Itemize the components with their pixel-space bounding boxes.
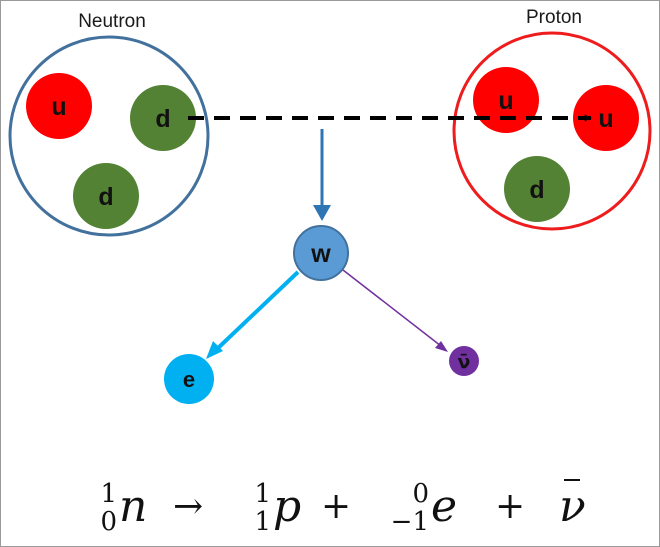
arrow-to-antineutrino: [342, 269, 442, 347]
neutron-symbol: n: [119, 481, 148, 532]
neutron-down-quark-1-label: d: [155, 105, 170, 133]
antineutrino-label: ν̄: [458, 351, 471, 373]
neutron-mass-number: 1: [100, 479, 117, 509]
electron-label: e: [183, 367, 195, 392]
arrow-to-w-boson-head: [313, 205, 331, 221]
neutron-down-quark-1: [130, 85, 196, 151]
antineutrino: [449, 346, 479, 376]
antineutrino-bar: [564, 479, 580, 481]
neutron-ring: [8, 35, 210, 237]
electron-mass-number: 0: [412, 479, 429, 509]
proton-label: Proton: [526, 7, 582, 28]
proton-up-quark-1-label: u: [498, 87, 513, 115]
electron: [164, 354, 214, 404]
electron-charge-number: −1: [390, 507, 429, 537]
electron-symbol: e: [431, 481, 458, 532]
proton-symbol: p: [273, 481, 302, 532]
proton-ring: [452, 31, 652, 231]
w-boson: [293, 225, 349, 281]
equation-proton: 1 1 p: [251, 469, 311, 539]
decay-equation: 1 0 n → 1 1 p + 0 −1 e + ν: [1, 469, 659, 539]
proton-up-quark-2: [573, 85, 639, 151]
equation-plus-1: +: [321, 486, 352, 527]
equation-antineutrino: ν: [557, 469, 597, 539]
proton-charge-number: 1: [254, 507, 271, 537]
neutron-up-quark-label: u: [51, 93, 66, 121]
proton-down-quark: [504, 156, 570, 222]
equation-neutron: 1 0 n: [97, 469, 157, 539]
equation-plus-2: +: [495, 486, 526, 527]
proton-down-quark-label: d: [529, 176, 544, 204]
proton-mass-number: 1: [254, 479, 271, 509]
arrow-to-electron-head: [206, 341, 223, 359]
arrow-to-antineutrino-head: [435, 341, 448, 352]
neutron-label: Neutron: [78, 11, 146, 32]
arrow-to-electron: [215, 270, 300, 351]
antineutrino-symbol: ν: [559, 481, 586, 532]
beta-decay-diagram: Neutron u d d Proton u u d w e: [8, 7, 652, 404]
neutron-down-quark-2-label: d: [98, 183, 113, 211]
equation-arrow: →: [173, 486, 204, 527]
neutron-down-quark-2: [73, 163, 139, 229]
equation-electron: 0 −1 e: [385, 469, 465, 539]
neutron-charge-number: 0: [100, 507, 117, 537]
neutron-up-quark: [26, 73, 92, 139]
w-boson-label: w: [310, 240, 331, 268]
proton-up-quark-2-label: u: [598, 105, 613, 133]
